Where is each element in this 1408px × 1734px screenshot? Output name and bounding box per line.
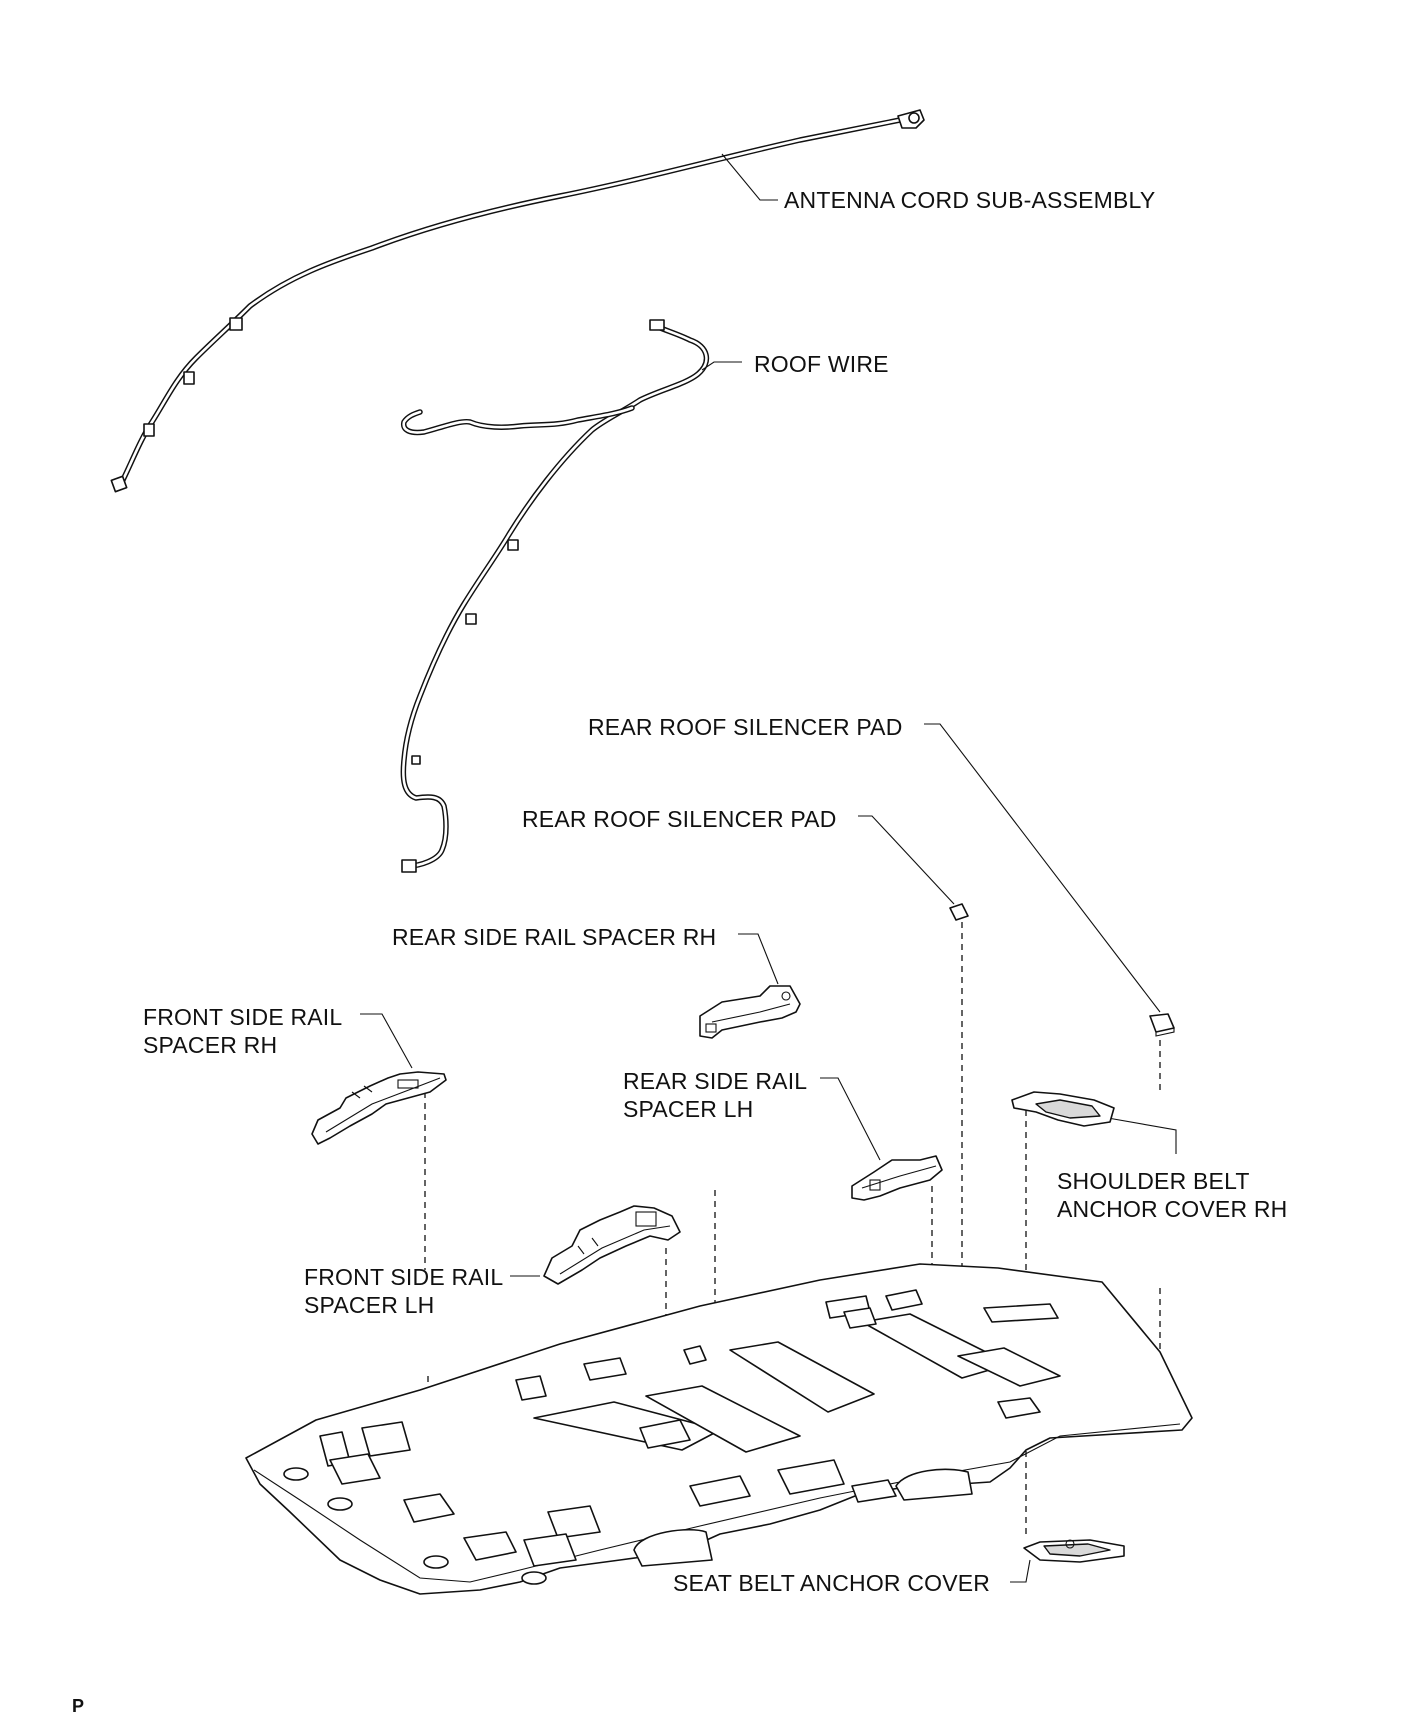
label-antenna-cord-sub-assembly: ANTENNA CORD SUB-ASSEMBLY — [784, 187, 1156, 213]
rear-roof-silencer-pad-2 — [949, 903, 969, 921]
label-line: SPACER RH — [143, 1032, 278, 1058]
label-rear-roof-silencer-pad-1: REAR ROOF SILENCER PAD — [588, 714, 903, 740]
label-line: REAR SIDE RAIL — [623, 1068, 808, 1094]
label-line: SPACER LH — [623, 1096, 754, 1122]
label-line: FRONT SIDE RAIL — [304, 1264, 504, 1290]
label-front-side-rail-spacer-rh: FRONT SIDE RAIL SPACER RH — [143, 1003, 342, 1059]
rear-roof-silencer-pad-1 — [1149, 1013, 1175, 1037]
front-side-rail-spacer-rh — [311, 1071, 447, 1145]
rear-side-rail-spacer-lh — [851, 1155, 943, 1201]
rear-side-rail-spacer-rh — [699, 985, 801, 1039]
label-front-side-rail-spacer-lh: FRONT SIDE RAIL SPACER LH — [304, 1263, 503, 1319]
label-shoulder-belt-anchor-cover-rh: SHOULDER BELT ANCHOR COVER RH — [1057, 1167, 1287, 1223]
label-seat-belt-anchor-cover: SEAT BELT ANCHOR COVER — [673, 1570, 991, 1596]
label-rear-side-rail-spacer-lh: REAR SIDE RAIL SPACER LH — [623, 1067, 807, 1123]
label-rear-side-rail-spacer-rh: REAR SIDE RAIL SPACER RH — [392, 924, 717, 950]
label-line: SPACER LH — [304, 1292, 435, 1318]
label-rear-roof-silencer-pad-2: REAR ROOF SILENCER PAD — [522, 806, 837, 832]
label-line: FRONT SIDE RAIL — [143, 1004, 343, 1030]
roof-headliner — [245, 1263, 1193, 1595]
shoulder-belt-anchor-cover-rh — [1011, 1091, 1115, 1127]
antenna-cord-sub-assembly — [110, 109, 925, 493]
front-side-rail-spacer-lh — [543, 1205, 681, 1285]
seat-belt-anchor-cover — [1023, 1539, 1125, 1563]
label-roof-wire: ROOF WIRE — [754, 351, 889, 377]
leader-lines — [360, 723, 1177, 1583]
label-line: SHOULDER BELT — [1057, 1168, 1250, 1194]
figure-code: P — [72, 1696, 85, 1716]
roof-wire — [400, 319, 742, 873]
label-line: ANCHOR COVER RH — [1057, 1196, 1288, 1222]
